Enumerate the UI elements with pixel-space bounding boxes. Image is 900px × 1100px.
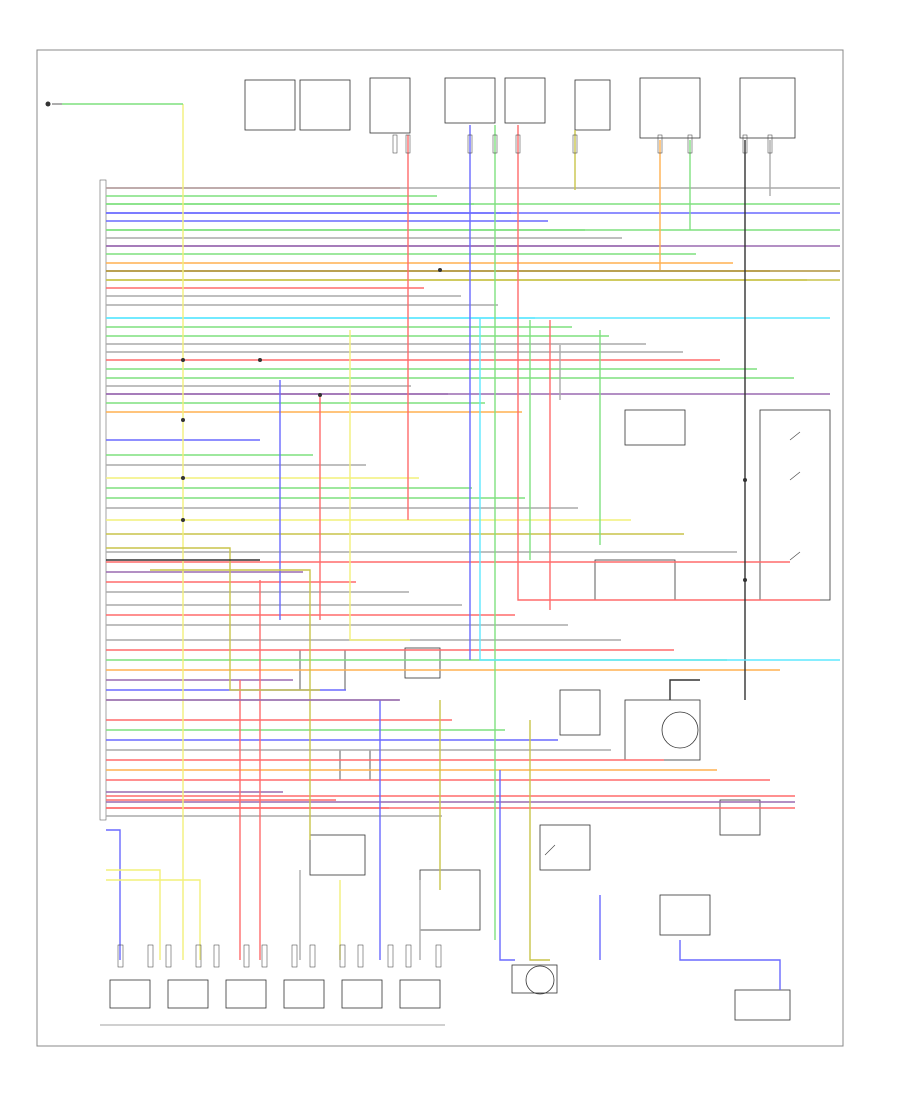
connector-pin-icon	[387, 944, 394, 968]
injector-wire	[106, 869, 161, 960]
ground-icon	[45, 101, 62, 107]
splice-dot-icon	[438, 268, 442, 272]
splice-dot-icon	[181, 476, 185, 480]
harness-wire	[150, 569, 311, 840]
connector-pin-icon	[165, 944, 172, 968]
connector-pin-icon	[117, 944, 124, 968]
harness-wire	[106, 547, 320, 691]
vertical-wire	[479, 318, 840, 661]
sensor-wire	[679, 940, 781, 990]
splice-dot-icon	[181, 518, 185, 522]
right-components	[594, 409, 831, 1021]
wire-traces	[62, 103, 840, 990]
connector-pin-icon	[492, 134, 498, 154]
injector-wire	[529, 720, 550, 961]
top-components	[244, 77, 796, 139]
connector-pin-icon	[657, 134, 663, 154]
connector-pin-icon	[767, 134, 773, 154]
injector-wire	[106, 829, 121, 960]
splice-dot-icon	[181, 418, 185, 422]
connector-pin-icon	[357, 944, 364, 968]
connector-pin-icon	[195, 944, 202, 968]
splice-dot-icon	[258, 358, 262, 362]
ecu-connector-block	[99, 179, 107, 821]
connector-pin-icon	[405, 944, 412, 968]
connector-pin-icon	[213, 944, 220, 968]
connector-pin-icon	[435, 944, 442, 968]
connector-pin-icon	[147, 944, 154, 968]
vertical-wire	[349, 330, 410, 641]
injector-wire	[499, 770, 515, 961]
connector-pin-icon	[742, 134, 748, 154]
connector-pin-icon	[261, 944, 268, 968]
connector-pin-icon	[309, 944, 316, 968]
connector-pin-icon	[243, 944, 250, 968]
switch-icons	[525, 431, 801, 995]
splice-dot-icon	[318, 393, 322, 397]
splice-dot-icon	[743, 478, 747, 482]
connector-pin-icon	[392, 134, 398, 154]
connector-pin-icon	[687, 134, 693, 154]
connector-pin-icon	[291, 944, 298, 968]
diagram-frame	[36, 49, 844, 1047]
injector-row	[100, 964, 558, 1026]
sensor-wire	[669, 679, 700, 700]
connector-pins	[117, 134, 773, 968]
splice-dot-icon	[743, 578, 747, 582]
connector-pin-icon	[405, 134, 411, 154]
injector-wire	[106, 879, 201, 960]
vertical-wire	[517, 125, 820, 601]
connector-pin-icon	[467, 134, 473, 154]
connector-pin-icon	[339, 944, 346, 968]
connector-pin-icon	[515, 134, 521, 154]
connector-pin-icon	[572, 134, 578, 154]
splice-dot-icon	[181, 358, 185, 362]
